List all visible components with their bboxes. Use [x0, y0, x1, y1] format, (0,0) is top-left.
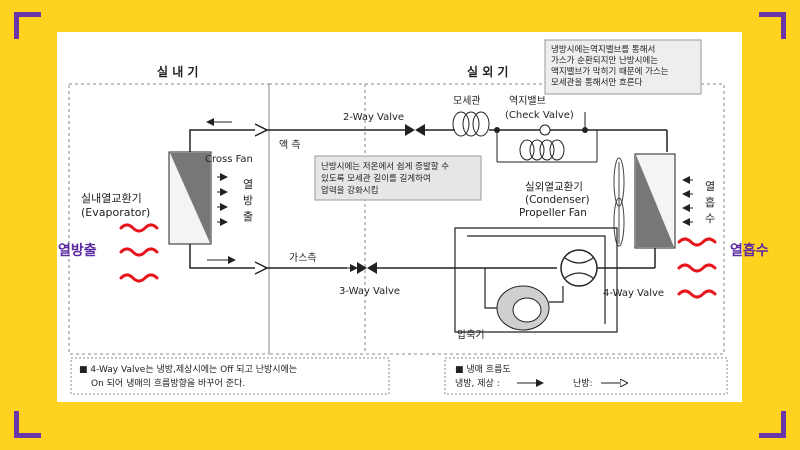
propeller-fan-label: Propeller Fan [519, 207, 587, 219]
check-valve-label-ko: 역지밸브 [509, 95, 546, 107]
heat-absorb-side-label: 열흡수 [730, 243, 769, 259]
heat-release-waves [119, 223, 159, 283]
frame-corner-bottom-left [14, 411, 41, 438]
check-valve-note-line-3: 액지밸브가 막히기 때문에 가스는 [551, 66, 669, 77]
four-way-valve-label: 4-Way Valve [603, 288, 664, 299]
heat-release-char-2: 방 [243, 194, 253, 207]
capillary-note-line-2: 있도록 모세관 길이를 길게하여 [321, 173, 431, 184]
indoor-unit-title: 실 내 기 [157, 64, 198, 79]
cross-fan-label: Cross Fan [205, 154, 253, 165]
four-way-legend-line-2: On 되어 냉매의 흐름방향을 바꾸어 준다. [91, 377, 245, 389]
outdoor-unit-boundary [268, 83, 725, 355]
flow-legend-box [444, 357, 728, 395]
check-valve-note-line-2: 가스가 순환되지만 난방시에는 [551, 55, 658, 66]
four-way-valve-symbol [560, 249, 598, 287]
four-way-legend-box [70, 357, 390, 395]
frame-corner-bottom-right [759, 411, 786, 438]
condenser-label-ko: 실외열교환기 [525, 181, 583, 193]
heating-legend-label: 난방: [573, 378, 593, 389]
heating-capillary-coil [519, 139, 565, 161]
capillary-note-box [314, 155, 482, 201]
heat-absorb-char-2: 흡 [705, 195, 715, 209]
capillary-note-line-1: 난방시에는 저온에서 쉽게 증발할 수 [321, 161, 449, 172]
two-way-valve-label: 2-Way Valve [343, 112, 404, 123]
gas-side-label: 가스측 [289, 252, 317, 264]
cooling-legend-label: 냉방, 제상 : [455, 378, 500, 389]
check-valve-label-en: (Check Valve) [505, 110, 574, 121]
indoor-unit-boundary [68, 83, 270, 355]
check-valve-note-line-4: 모세관을 통해서만 흐른다 [551, 77, 643, 88]
three-way-valve-label: 3-Way Valve [339, 286, 400, 297]
propeller-fan-icon [613, 157, 625, 247]
check-valve-note-line-1: 냉방시에는역지밸브를 통해서 [551, 44, 655, 55]
compressor-label: 압축기 [457, 328, 485, 341]
condenser-label-en: (Condenser) [525, 194, 590, 206]
flow-legend-title: ■ 냉매 흐름도 [455, 364, 511, 375]
heat-release-char-1: 열 [243, 178, 253, 191]
outdoor-unit-title: 실 외 기 [467, 64, 508, 79]
two-way-valve-symbol [405, 124, 415, 136]
frame-corner-top-right [759, 12, 786, 39]
check-valve-symbol [539, 124, 551, 136]
outdoor-airflow-arrows [682, 176, 693, 226]
three-way-valve-symbol [357, 262, 367, 274]
capillary-note-line-3: 압력을 강화시킴 [321, 185, 378, 196]
check-valve-note-box [544, 39, 702, 95]
indoor-airflow-arrows [217, 173, 228, 226]
heat-absorb-char-3: 수 [705, 212, 715, 225]
refrigerant-cycle-diagram: 실 내 기 실 외 기 Cross Fan 열 방 출 실내열교환기 (Evap… [68, 39, 728, 395]
capillary-label: 모세관 [453, 95, 481, 107]
evaporator-label-ko: 실내열교환기 [81, 192, 142, 205]
liquid-side-label: 액 측 [279, 139, 301, 151]
heat-release-side-label: 열방출 [58, 243, 97, 259]
heat-release-char-3: 출 [243, 210, 253, 223]
diagram-panel: 실 내 기 실 외 기 Cross Fan 열 방 출 실내열교환기 (Evap… [57, 32, 742, 402]
capillary-tube [452, 111, 490, 137]
heat-absorb-waves [677, 237, 717, 299]
evaporator-label-en: (Evaporator) [81, 206, 150, 219]
four-way-legend-line-1: ■ 4-Way Valve는 냉방,제상시에는 Off 되고 난방시에는 [79, 364, 297, 375]
frame-corner-top-left [14, 12, 41, 39]
heat-absorb-char-1: 열 [705, 180, 715, 193]
